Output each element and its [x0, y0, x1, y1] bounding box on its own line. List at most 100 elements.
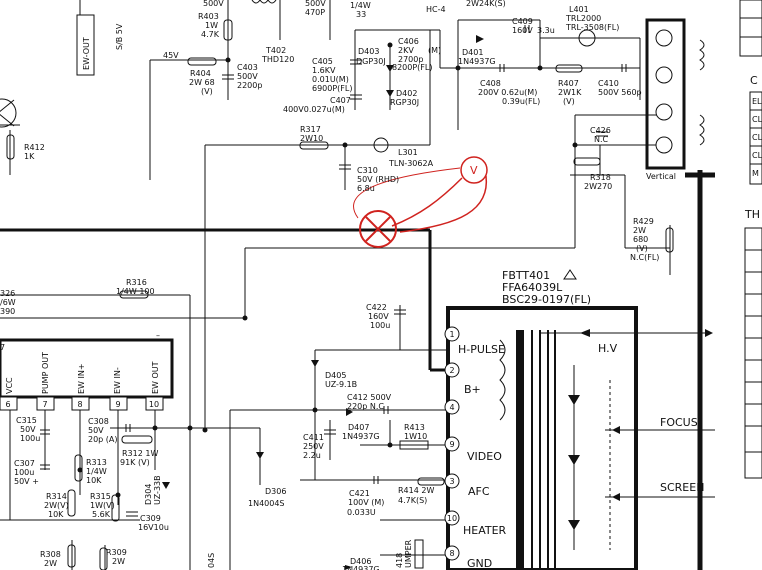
part-label-c308c: 20p (A) [88, 435, 118, 444]
part-label-c406c: 2700p [398, 55, 423, 64]
part-label-45v: 45V [163, 51, 179, 60]
jumper-symbol [414, 539, 424, 569]
resistor-r429 [665, 227, 674, 253]
part-label-c408c: 0.39u(FL) [502, 97, 540, 106]
part-label-c307b: 100u [14, 468, 34, 477]
part-label-d407: D407 [348, 423, 369, 432]
part-label-r413: R413 [404, 423, 425, 432]
resistor-r308 [67, 544, 76, 568]
part-label-r407c: (V) [563, 97, 575, 106]
yoke-label: Vertical [646, 172, 676, 181]
part-label-r429: R429 [633, 217, 654, 226]
diode-d407 [346, 408, 353, 416]
red-annotation: V [353, 156, 488, 248]
part-label-d407b: 1N4937G [342, 432, 380, 441]
part-label-c406b: 2KV [398, 46, 414, 55]
part-label-c422b: 160V [368, 312, 389, 321]
coil-l401 [578, 29, 596, 47]
part-label-d401b: 1N4937G [458, 57, 496, 66]
ic-pin-name-ewin-minus: EW IN- [113, 367, 122, 394]
ic-pin-name-ewout: EW OUT [151, 361, 160, 394]
resistor-r412 [6, 134, 15, 160]
part-label-d401: D401 [462, 48, 483, 57]
fbt-pin-2: 2 [449, 366, 454, 375]
part-label-c426b: N.C [594, 135, 609, 144]
part-label-r318: R318 [590, 173, 611, 182]
ic-pin-name-pump: PUMP OUT [41, 352, 50, 394]
side-labels: EW-OUT S/B 5V [76, 14, 124, 76]
part-label-r404c: (V) [201, 87, 213, 96]
part-label-500v: 500V [203, 0, 224, 8]
part-label-403c: 4.7K [201, 30, 220, 39]
sb-5v-label: S/B 5V [115, 23, 124, 50]
part-label-thd: THD120 [261, 55, 294, 64]
part-label-c315b: 50V [20, 425, 36, 434]
part-label-r308b: 2W [44, 559, 57, 568]
ew-ic-block: 7 – VCC PUMP OUT EW IN+ EW IN- EW OUT 6 … [0, 331, 174, 411]
fault-marker-icon [359, 210, 397, 248]
part-label-t402: T402 [265, 46, 286, 55]
part-label-r412b: 1K [24, 152, 35, 161]
coil-l301 [373, 137, 389, 153]
part-label-c405c: 0.01U(M) [312, 75, 349, 84]
part-label-c421c: 0.033U [347, 508, 376, 517]
part-label-c407b: 400V0.027u(M) [283, 105, 345, 114]
part-label-hc: HC-4 [426, 5, 446, 14]
part-label-r312: R312 1W [122, 449, 158, 458]
part-label-r308: R308 [40, 550, 61, 559]
part-label-d406: D406 [350, 557, 371, 566]
part-label-c310b: 50V (RHD) [357, 175, 399, 184]
part-label-c412: C412 500V [347, 393, 392, 402]
part-label-r414: R414 2W [398, 486, 434, 495]
part-label-403b: 1W [205, 21, 218, 30]
part-label-d406b: 1N4937G [342, 565, 380, 570]
voltage-probe-label: V [470, 164, 478, 177]
part-label-2w24k: 2W24K(S) [466, 0, 506, 8]
part-label-r309: R309 [106, 548, 127, 557]
part-label-r313: R313 [86, 458, 107, 467]
part-label-500v470: 500V [305, 0, 326, 8]
panel-row-2: CL [752, 115, 762, 124]
part-label-c315: C315 [16, 416, 37, 425]
part-label-c426: C426 [590, 126, 611, 135]
part-label-418: 418 [395, 553, 404, 568]
part-label-r407b: 2W1K [558, 88, 582, 97]
part-label-390: 390 [0, 307, 15, 316]
panel-row-3: CL [752, 133, 762, 142]
part-label-c409b: 160V [512, 26, 533, 35]
part-label-rgp: RGP30J [390, 98, 419, 107]
ic-pin-9: 9 [115, 400, 120, 409]
resistor-r318 [573, 157, 601, 166]
part-label-c403b: 500V [237, 72, 258, 81]
panel-row-1: EL [752, 97, 762, 106]
part-label-l401c: TRL-3508(FL) [565, 23, 619, 32]
part-label-r429e: N.C(FL) [630, 253, 659, 262]
part-label-r414b: 4.7K(S) [398, 496, 427, 505]
part-label-c411: C411 [303, 433, 324, 442]
resistor-r312 [121, 435, 153, 444]
part-label-403: R403 [198, 12, 219, 21]
part-label-c407: C407 [330, 96, 351, 105]
part-label-d304b: UZ-33B [153, 475, 162, 505]
part-label-l401: L401 [569, 5, 589, 14]
part-label-l301b: TLN-3062A [388, 159, 434, 168]
fbt-name-gnd: GND [467, 557, 492, 570]
resistor-r309 [99, 547, 108, 570]
part-label-d402: D402 [396, 89, 417, 98]
fbt-label-3: BSC29-0197(FL) [502, 293, 591, 306]
part-label-r315b: 1W(V) [90, 501, 115, 510]
coil-symbols [251, 0, 596, 153]
wire-network [0, 0, 715, 570]
diode-d403 [386, 65, 394, 72]
fbt-pin-4: 4 [449, 403, 454, 412]
part-label-c405d: 6900P(FL) [312, 84, 352, 93]
part-label-c406: C406 [398, 37, 419, 46]
part-label-c410: C410 [598, 79, 619, 88]
part-label-r312b: 91K (V) [120, 458, 150, 467]
panel-c-letter: C [750, 74, 758, 87]
part-label-326: 326 [0, 289, 15, 298]
part-label-14w: 1/4W [350, 1, 371, 10]
ic-pin-10: 10 [149, 400, 159, 409]
part-label-470p: 470P [305, 8, 325, 17]
part-label-r316b: 1/4W 100 [116, 287, 155, 296]
